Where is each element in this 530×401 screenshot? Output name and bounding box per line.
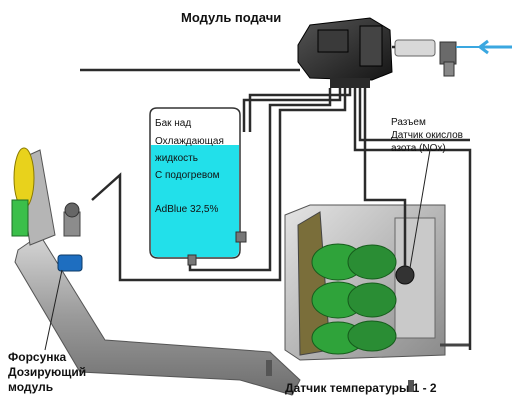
- supply-module: [297, 17, 393, 88]
- exhaust-clamp: [11, 199, 29, 237]
- injector-pointer: [44, 269, 63, 351]
- tank-label-line2: Охлаждающая: [155, 136, 224, 147]
- nox-connector-label-line2: Датчик окислов: [391, 130, 463, 141]
- nox-connector-label-line1: Разъем: [391, 117, 426, 128]
- inlet-arrow: [479, 39, 512, 55]
- adblue-tank: [149, 107, 247, 266]
- connection-lines: [80, 45, 472, 350]
- exhaust-pipe: [14, 234, 301, 396]
- supply-module-label: Модуль подачи: [181, 10, 282, 25]
- tank-fluid-label: AdBlue 32,5%: [155, 204, 219, 215]
- dosing-injector: [57, 202, 83, 272]
- temp-sensor-label: Датчик температуры 1 - 2: [285, 381, 437, 395]
- tank-label-line3: жидкость: [155, 153, 198, 164]
- nox-pointer: [409, 149, 431, 269]
- nox-connector-label-line3: азота (NOx): [391, 143, 446, 154]
- nox-sensor: [395, 265, 415, 285]
- tank-label-line1: Бак над: [155, 118, 192, 129]
- tank-label-line4: С подогревом: [155, 170, 220, 181]
- inlet-filter: [394, 39, 457, 77]
- injector-label-line3: модуль: [8, 380, 54, 394]
- injector-label-line1: Форсунка: [8, 350, 67, 364]
- injector-label-line2: Дозирующий: [8, 365, 87, 379]
- exhaust-pipe-end: [13, 147, 35, 209]
- temperature-sensor: [266, 343, 470, 392]
- catalyst-cartridges: [311, 243, 397, 355]
